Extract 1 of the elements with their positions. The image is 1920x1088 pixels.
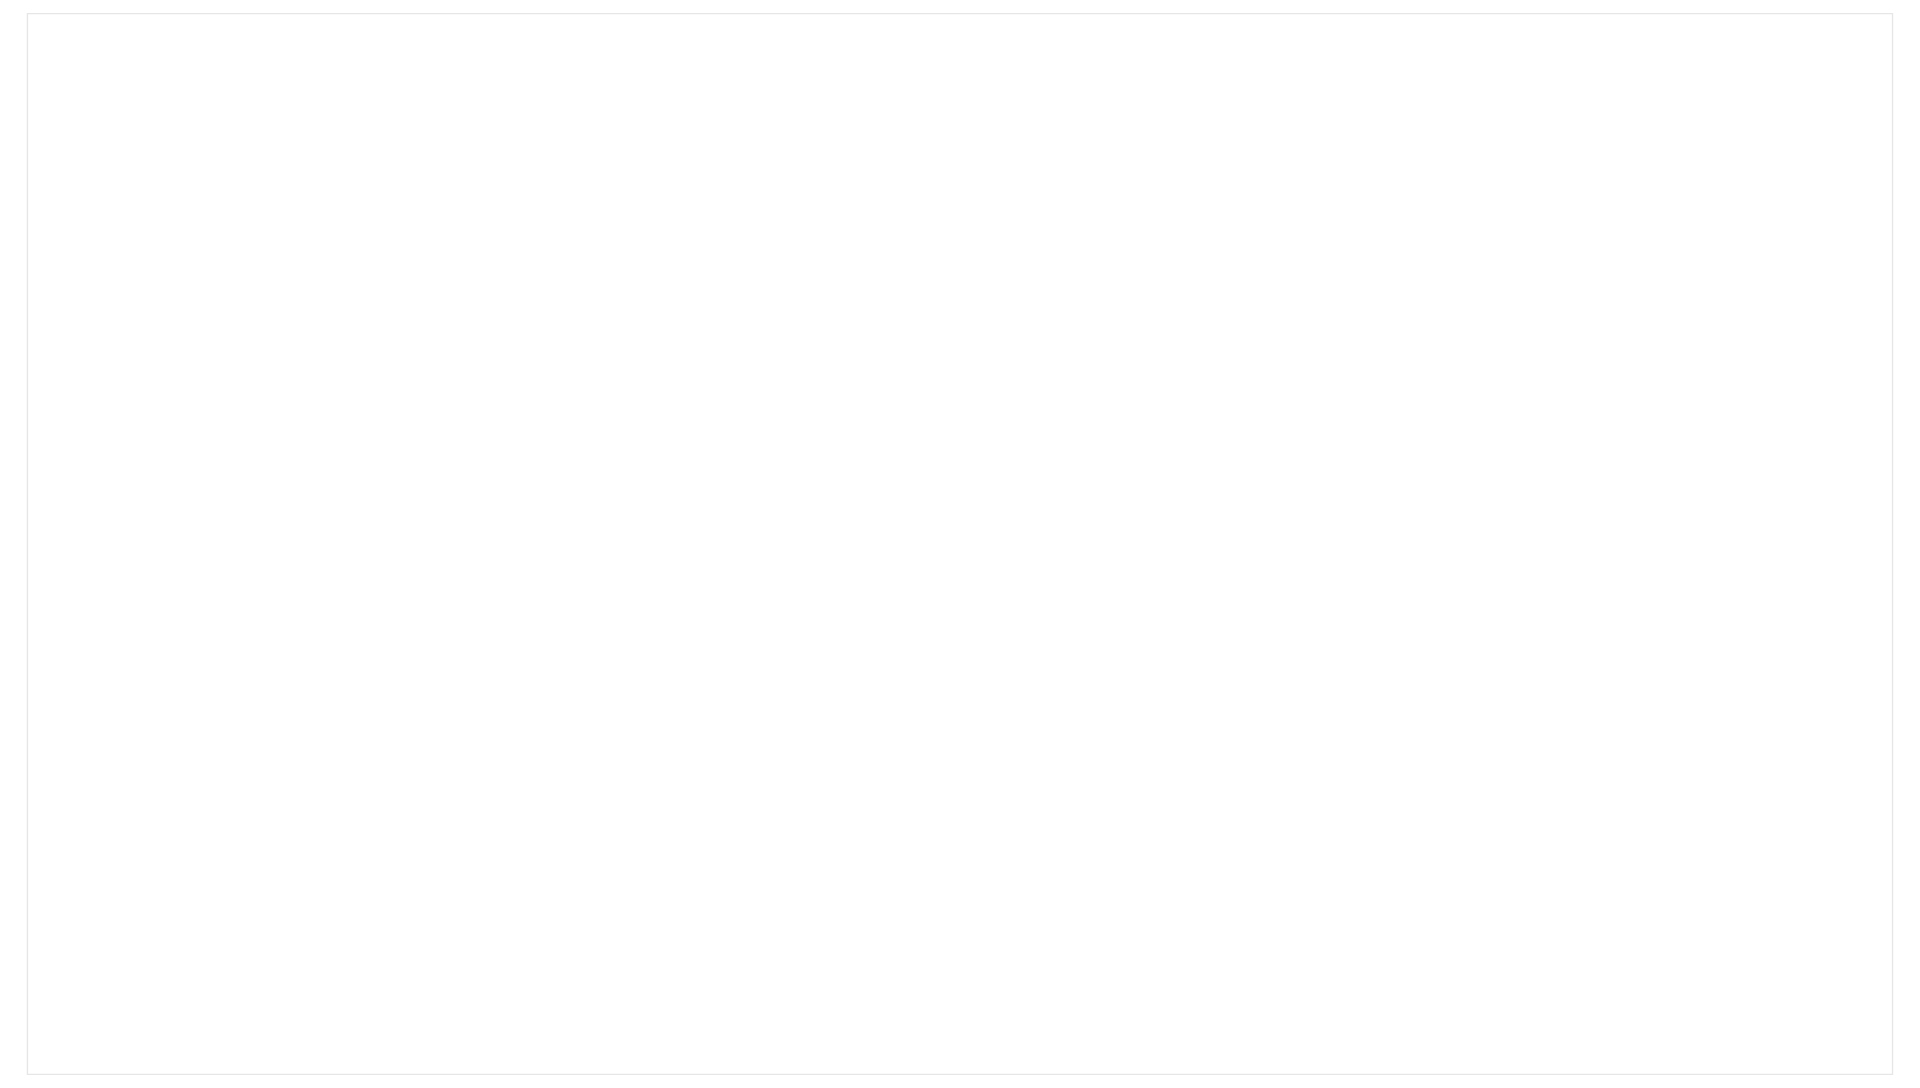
node-box — [26, 12, 1894, 1076]
